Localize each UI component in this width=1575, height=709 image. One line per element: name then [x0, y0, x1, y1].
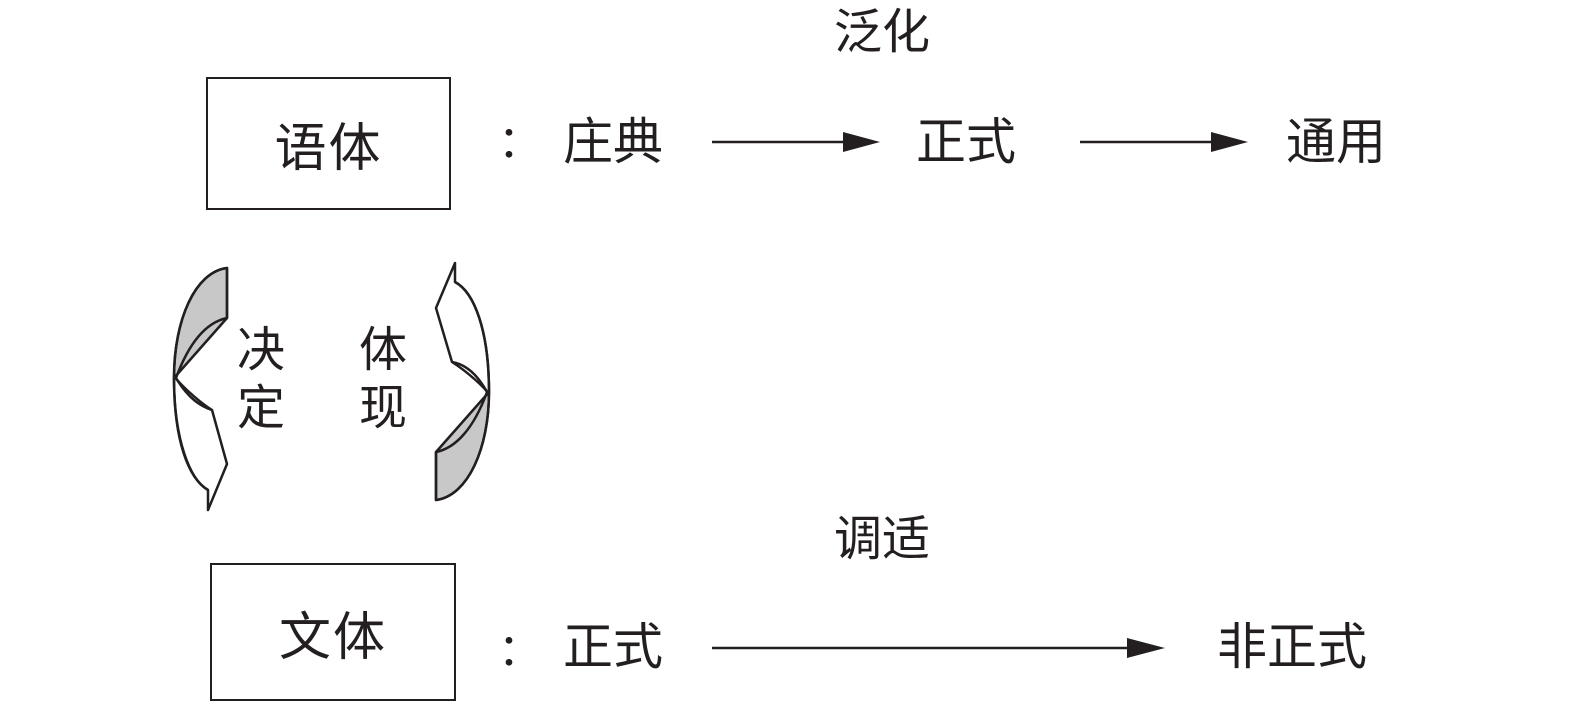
right-curved-arrow [434, 261, 491, 502]
style-colon: ： [498, 625, 542, 676]
register-process-label: 泛化 [834, 4, 931, 60]
relation-right-char-1: 体 [358, 322, 407, 378]
relation-left-char-1: 决 [236, 322, 285, 378]
relation-right-char-2: 现 [358, 380, 407, 436]
style-arrow [712, 638, 1165, 658]
register-stage-1: 庄典 [563, 113, 663, 171]
style-stage-2: 非正式 [1217, 618, 1367, 676]
register-arrow-1 [712, 132, 880, 152]
relation-left-char-2: 定 [236, 380, 285, 436]
register-arrow-2 [1080, 132, 1248, 152]
register-box-label: 语体 [274, 119, 383, 179]
register-stage-2: 正式 [916, 113, 1016, 171]
style-process-label: 调适 [834, 511, 931, 567]
style-stage-1: 正式 [563, 618, 663, 676]
left-curved-arrow [172, 266, 229, 512]
style-box: 文体 [210, 563, 456, 701]
style-box-label: 文体 [278, 607, 387, 668]
register-colon: ： [498, 117, 542, 168]
register-stage-3: 通用 [1286, 113, 1386, 171]
register-box: 语体 [206, 77, 451, 210]
